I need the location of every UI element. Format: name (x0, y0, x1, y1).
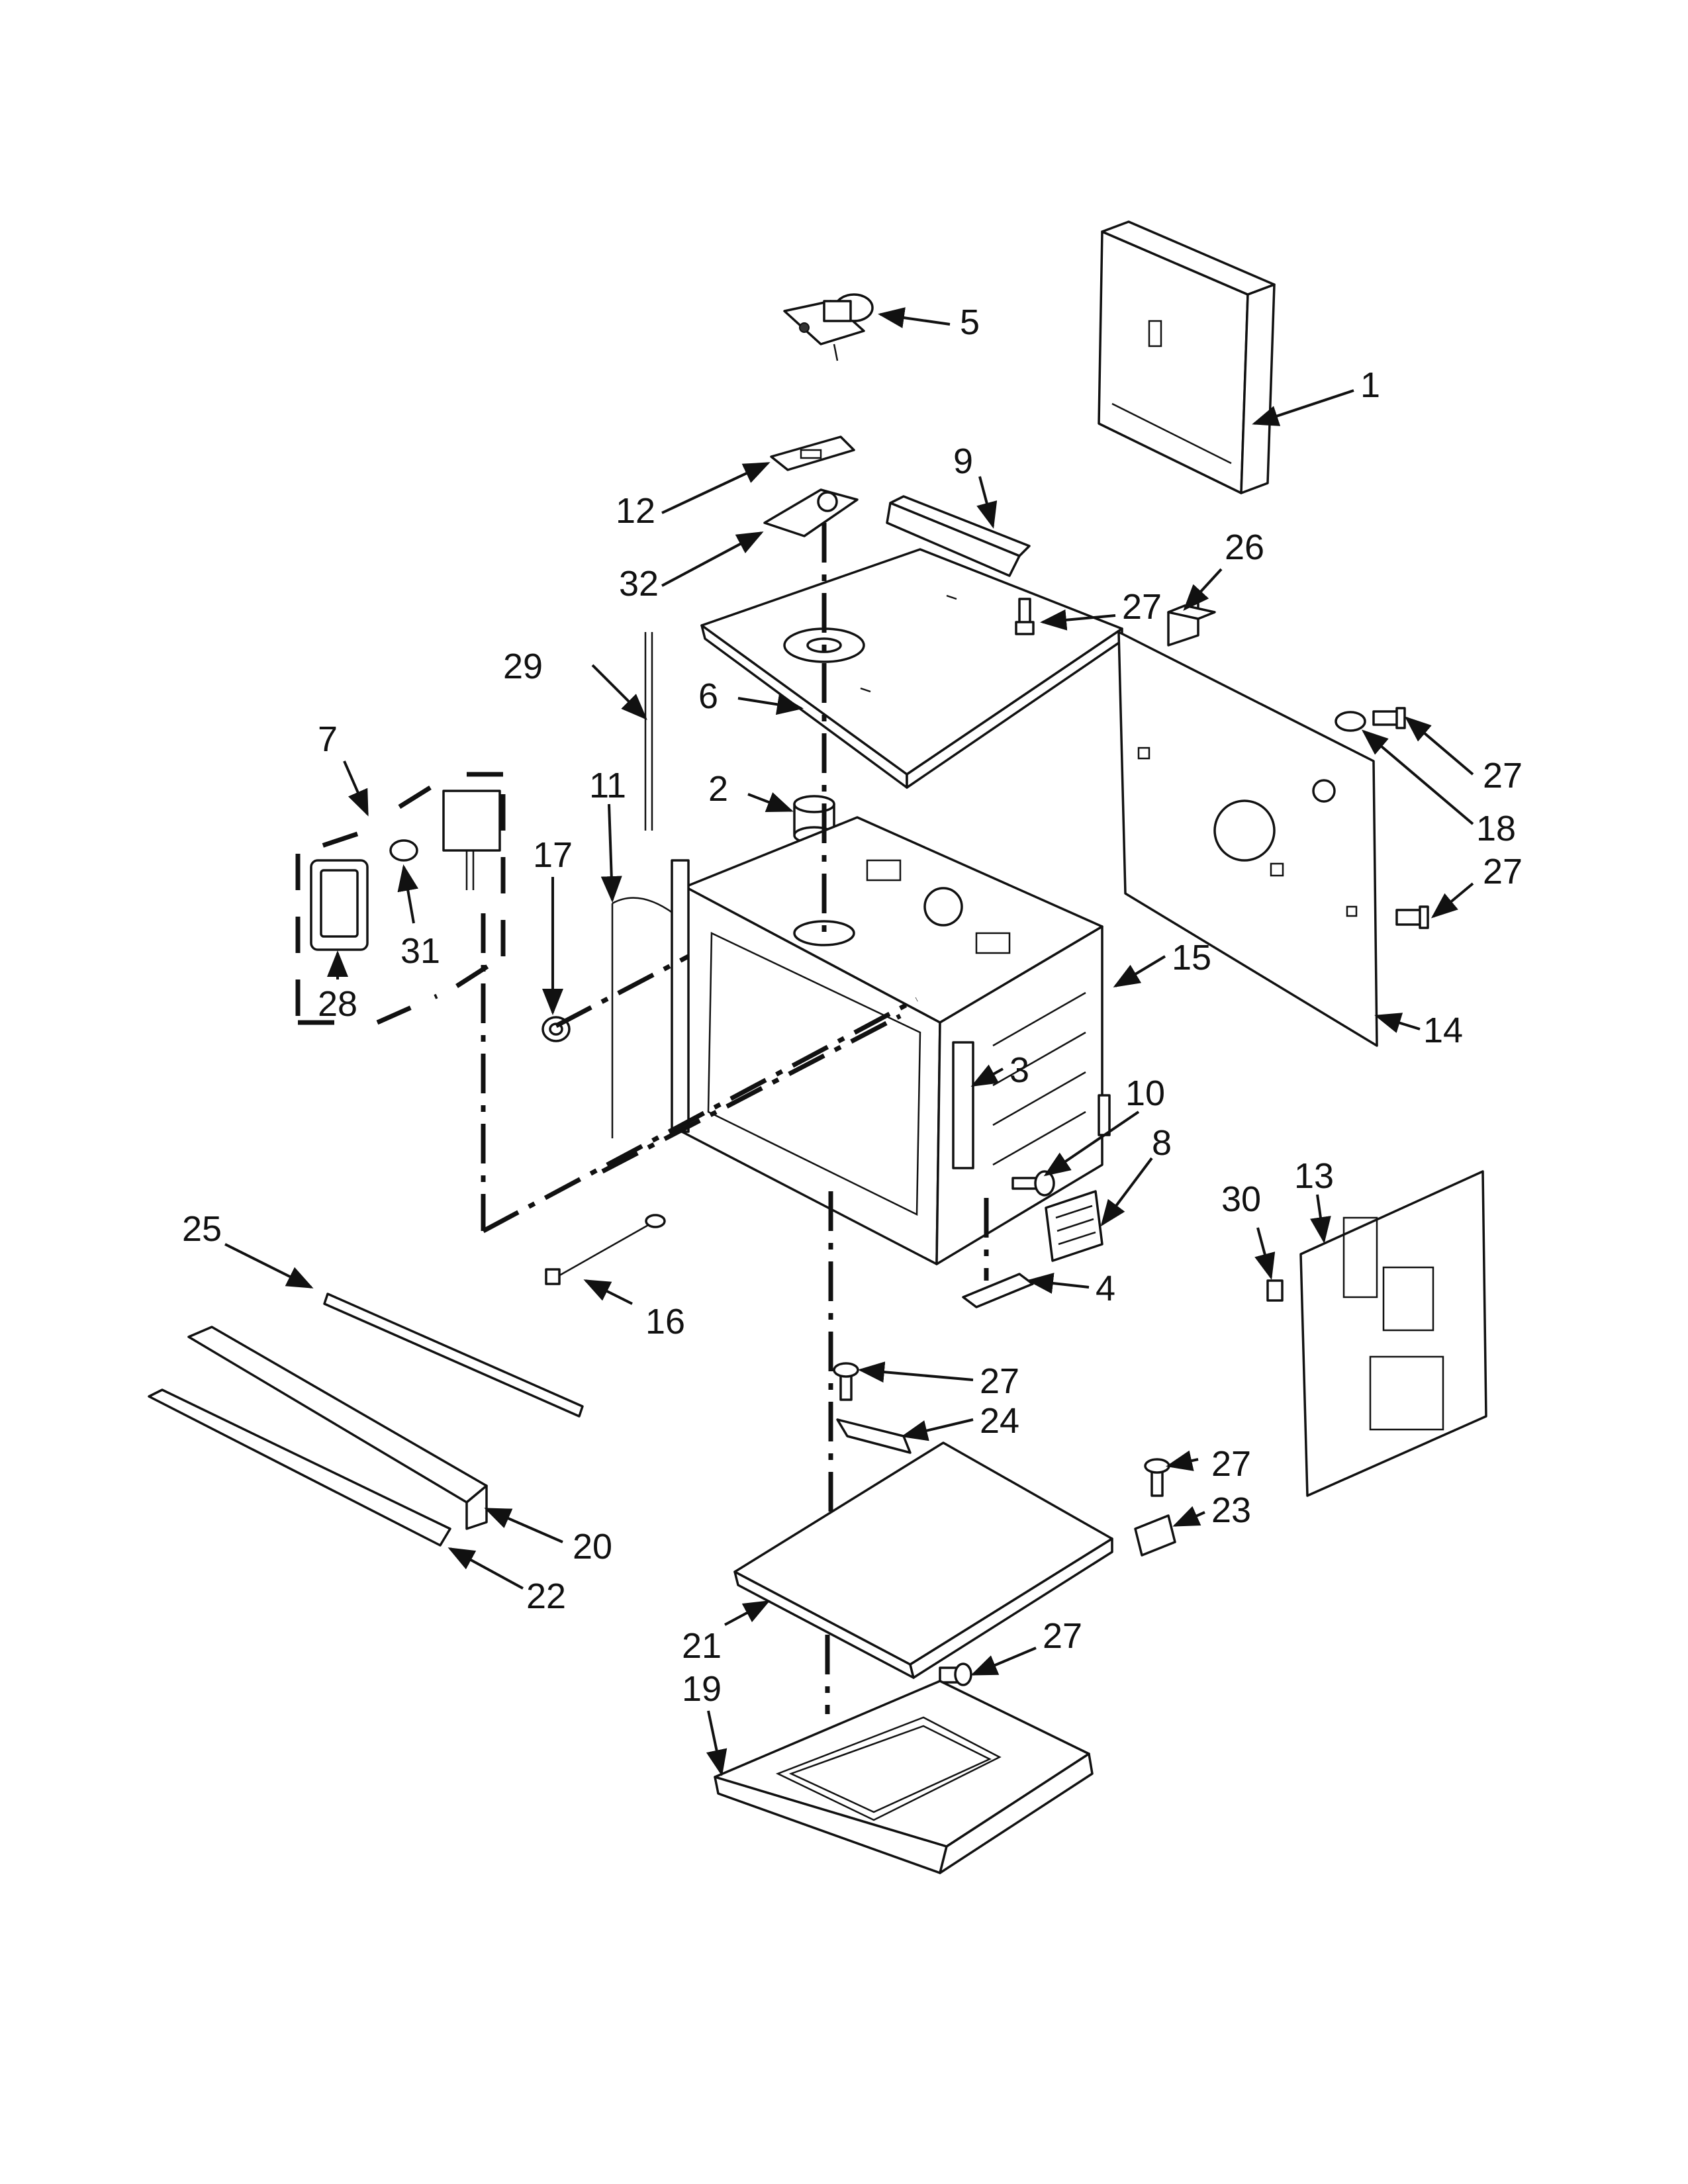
callout-2: 2 (708, 769, 728, 809)
callout-9: 9 (953, 441, 973, 481)
part-bracket-32 (763, 488, 859, 537)
part-screws-side (1335, 707, 1429, 929)
part-rod-29 (644, 632, 653, 831)
callout-1: 1 (1360, 365, 1380, 405)
part-screw-top (1015, 598, 1035, 635)
callout-5: 5 (960, 302, 980, 342)
part-group-7 (310, 790, 501, 951)
callout-19: 19 (682, 1669, 722, 1709)
part-rail-25 (323, 1293, 584, 1418)
callout-26: 26 (1225, 527, 1264, 567)
part-oven-cavity (671, 816, 1103, 1265)
callout-30: 30 (1221, 1179, 1261, 1219)
callout-27-bottom: 27 (1043, 1616, 1082, 1656)
callout-20: 20 (573, 1527, 612, 1567)
callout-10: 10 (1125, 1073, 1165, 1113)
group-box-7 (295, 772, 506, 1025)
callout-23: 23 (1211, 1490, 1251, 1530)
callout-22: 22 (526, 1576, 566, 1616)
callout-27-bracket-23: 27 (1211, 1444, 1251, 1484)
part-right-panel-13 (1299, 1170, 1487, 1497)
leader-arrows (224, 307, 1474, 1776)
callout-4: 4 (1096, 1269, 1115, 1308)
callout-15: 15 (1172, 938, 1211, 978)
callout-3: 3 (1009, 1050, 1029, 1090)
part-top-panel (700, 548, 1123, 789)
callout-21: 21 (682, 1626, 722, 1666)
part-bracket-15 (1098, 1094, 1111, 1136)
part-bracket-23 (1134, 1458, 1176, 1557)
callout-6: 6 (698, 676, 718, 716)
callout-28: 28 (318, 984, 357, 1024)
callout-24: 24 (980, 1401, 1019, 1441)
part-bracket-4 (962, 1273, 1034, 1308)
part-trim-20 (187, 1326, 488, 1530)
callout-11: 11 (589, 766, 626, 805)
part-bracket-24 (833, 1362, 912, 1454)
part-probe (545, 1214, 666, 1285)
part-motor (783, 293, 874, 361)
callout-27-side-lower: 27 (1483, 852, 1523, 891)
callout-16: 16 (645, 1302, 685, 1342)
callout-8: 8 (1152, 1123, 1172, 1163)
callout-13: 13 (1294, 1156, 1334, 1196)
callout-labels: 1 2 3 4 5 6 7 8 9 10 11 12 13 14 15 16 1… (182, 302, 1523, 1709)
part-screw-10 (1011, 1170, 1055, 1197)
callout-31: 31 (400, 931, 440, 971)
part-box-26 (1167, 601, 1216, 647)
part-side-panel (1117, 631, 1378, 1047)
part-vent (1045, 1190, 1103, 1262)
part-strip-9 (886, 495, 1031, 577)
callout-25: 25 (182, 1209, 222, 1249)
part-bracket-12 (770, 435, 855, 471)
callout-14: 14 (1423, 1011, 1463, 1050)
callout-32: 32 (619, 564, 659, 604)
callout-27-bracket-24: 27 (980, 1361, 1019, 1401)
callout-12: 12 (616, 491, 655, 531)
callout-7: 7 (318, 719, 338, 759)
callout-27-side-upper: 27 (1483, 756, 1523, 796)
part-bottom-pan (714, 1680, 1094, 1874)
alignment-lines (481, 523, 989, 1714)
part-trim-22 (148, 1388, 451, 1547)
part-rear-panel (1098, 220, 1276, 494)
callout-17: 17 (533, 835, 573, 875)
callout-27-top: 27 (1122, 587, 1162, 627)
callout-18: 18 (1476, 809, 1516, 848)
part-bottom-panel (733, 1441, 1113, 1686)
part-clip-30 (1266, 1279, 1284, 1302)
callout-29: 29 (503, 647, 543, 686)
